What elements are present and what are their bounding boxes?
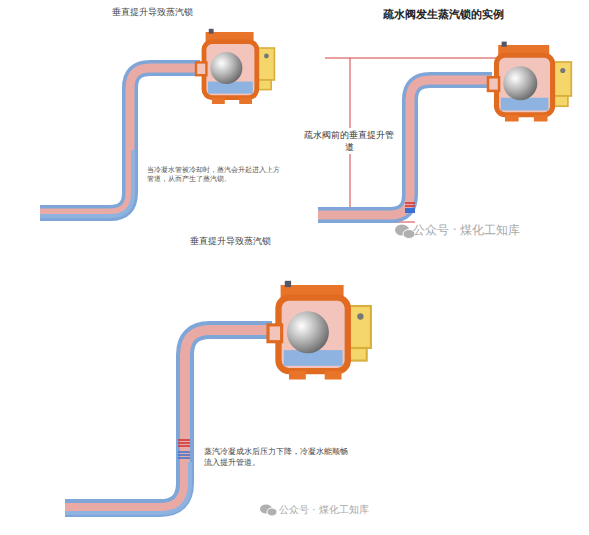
steam-trap [488, 42, 571, 122]
watermark: 公众号 · 煤化工知库 [413, 222, 520, 238]
steam-trap [268, 281, 371, 380]
dimension-label: 疏水阀前的垂直提升管道 [302, 128, 396, 154]
wechat-icon [260, 505, 277, 517]
note-text: 当冷凝水管被冷却时，蒸汽会升起进入上方管道，从而产生了蒸汽锁。 [147, 166, 282, 185]
steam-trap [196, 29, 274, 104]
flow-marker [178, 440, 190, 458]
panel-title: 垂直提升导致蒸汽锁 [190, 235, 271, 247]
pipe [65, 330, 272, 513]
note-text: 蒸汽冷凝成水后压力下降，冷凝水能顺畅流入提升管道。 [204, 447, 354, 469]
pipe [40, 68, 200, 216]
wechat-icon [395, 225, 415, 239]
flow-marker [405, 203, 415, 213]
watermark: 公众号 · 煤化工知库 [279, 503, 369, 517]
panel-title: 垂直提升导致蒸汽锁 [112, 6, 193, 18]
panel-title: 疏水阀发生蒸汽锁的实例 [383, 8, 504, 23]
